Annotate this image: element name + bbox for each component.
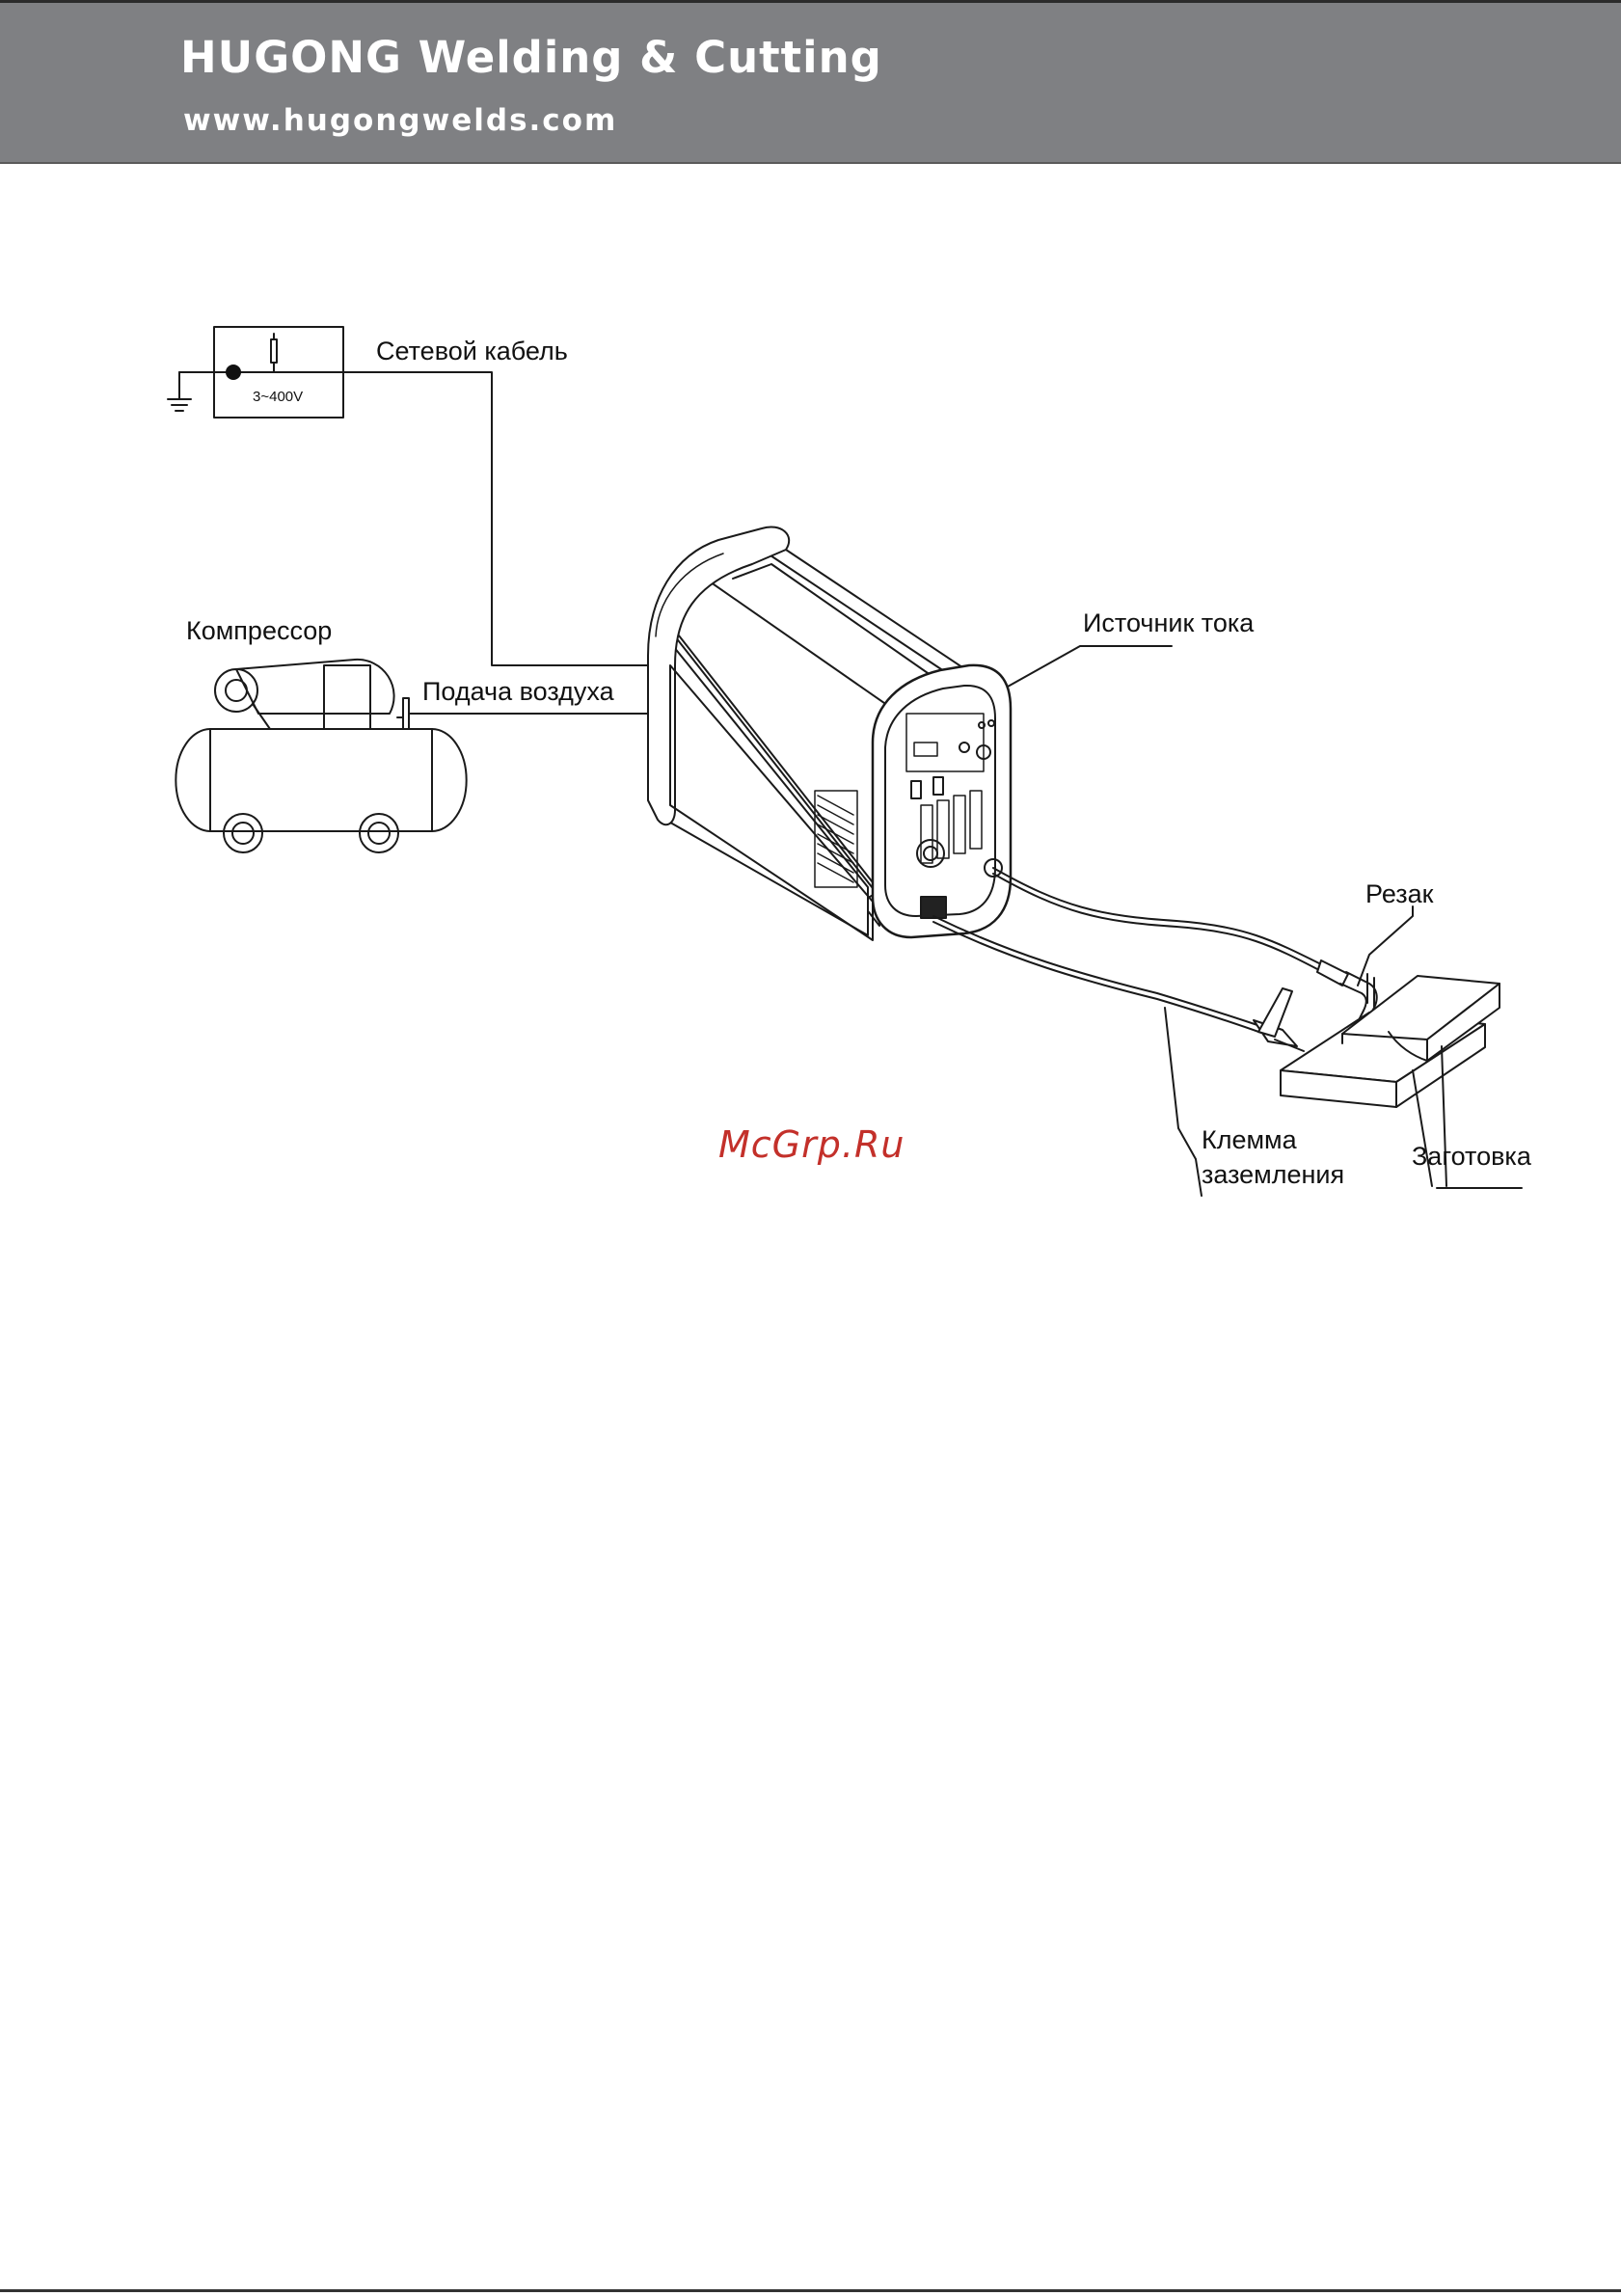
cutting-torch (1317, 960, 1377, 1020)
ground-clamp-label-line1: Клемма (1202, 1125, 1298, 1154)
ground-clamp (1254, 988, 1304, 1051)
torch-leader (1358, 906, 1413, 986)
torch-label: Резак (1365, 879, 1434, 908)
bottom-rule (0, 2289, 1621, 2292)
power-source-unit (648, 527, 1011, 940)
mains-supply-box: 3~400V (168, 327, 343, 418)
compressor: Компрессор (176, 616, 466, 852)
watermark: McGrp.Ru (718, 1123, 905, 1166)
mains-cable-line (343, 372, 648, 665)
voltage-label: 3~400V (253, 389, 303, 405)
workpiece (1281, 976, 1499, 1107)
ground-clamp-leader (1165, 1008, 1202, 1196)
power-source-leader (1008, 646, 1172, 687)
ground-cable (933, 916, 1263, 1027)
mains-cable-label: Сетевой кабель (376, 337, 568, 365)
power-source-label: Источник тока (1083, 608, 1255, 637)
torch-cable (993, 868, 1321, 964)
junction-dot (226, 365, 241, 380)
air-supply-label: Подача воздуха (422, 677, 615, 706)
workpiece-label: Заготовка (1412, 1142, 1532, 1171)
compressor-label: Компрессор (186, 616, 332, 645)
ground-clamp-label-line2: заземления (1202, 1160, 1344, 1189)
